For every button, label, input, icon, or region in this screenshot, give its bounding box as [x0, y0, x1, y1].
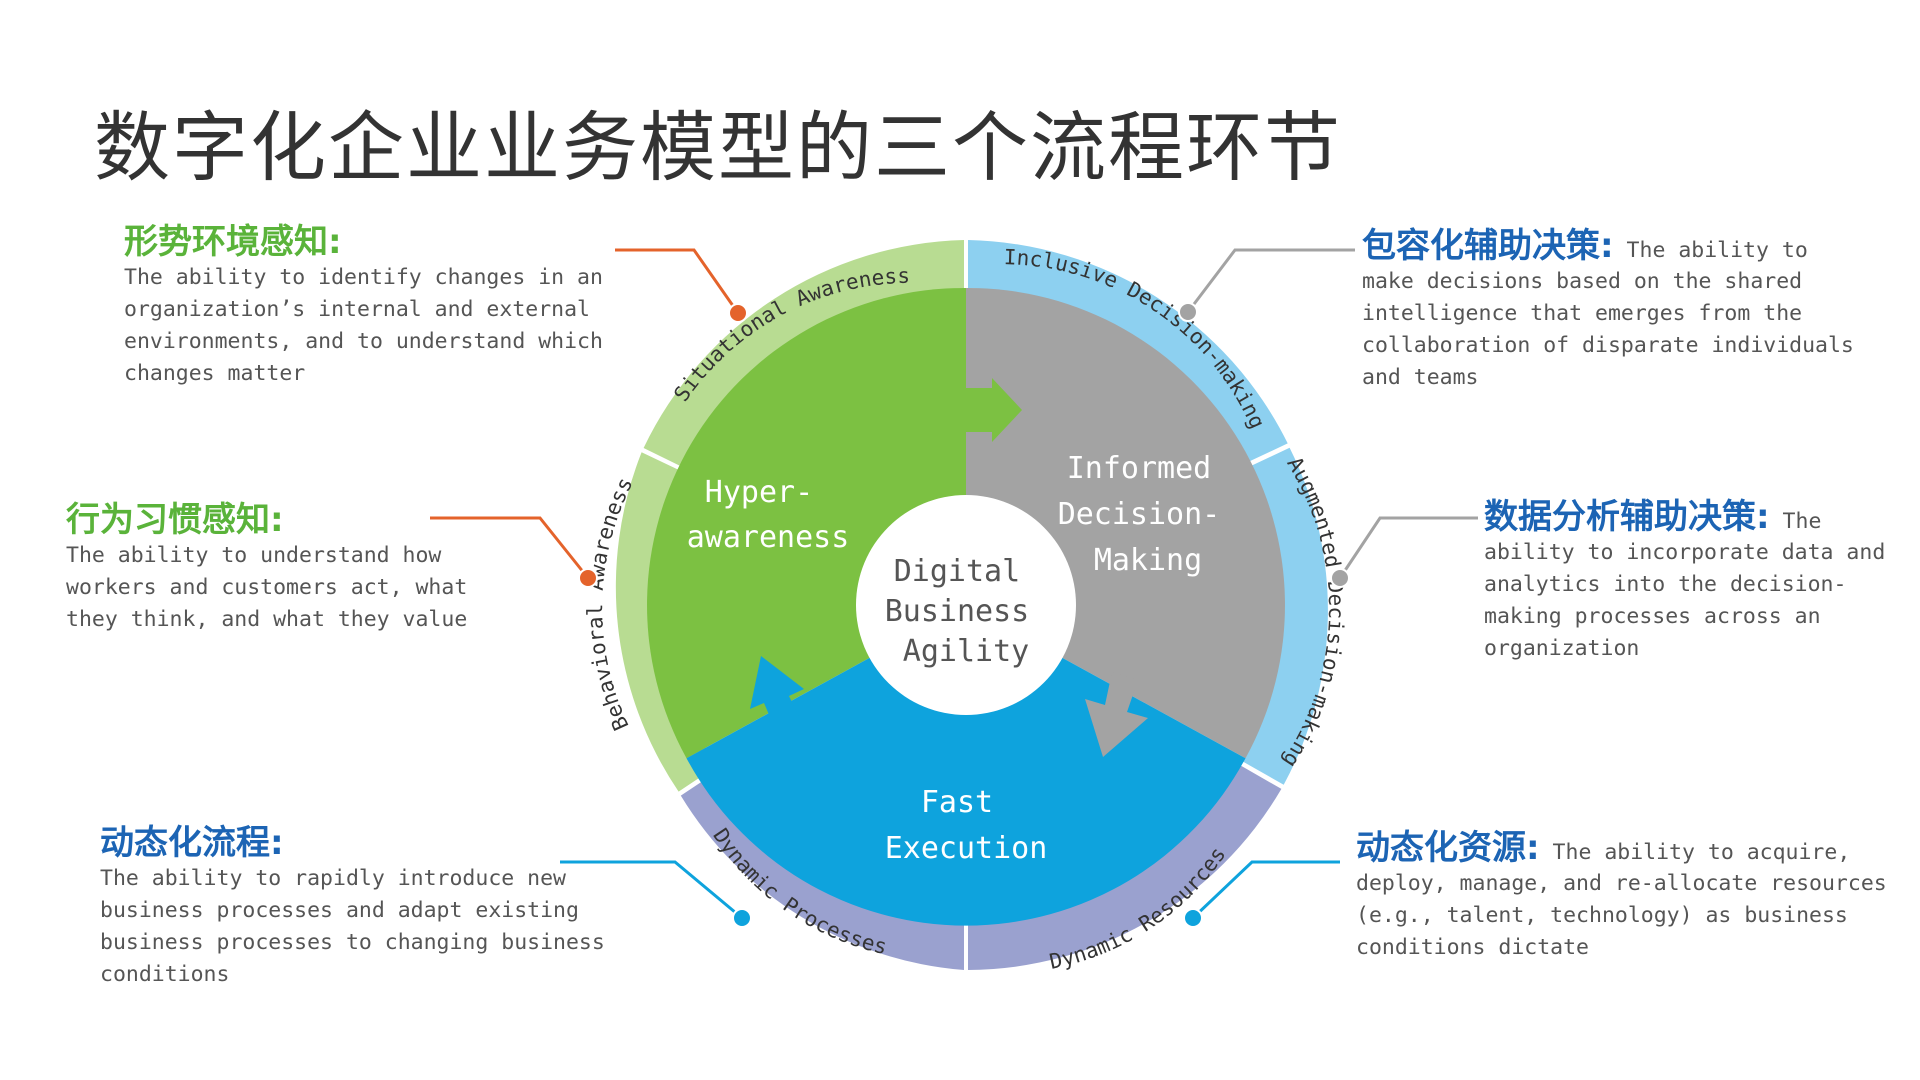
hyper-awareness-label: Hyper- awareness — [687, 475, 850, 555]
arrow-up-icon — [750, 656, 804, 731]
sector-line: Execution — [885, 831, 1048, 866]
callout-text: The ability to identify changes in an or… — [124, 265, 603, 386]
page-title: 数字化企业业务模型的三个流程环节 — [94, 103, 1342, 192]
sector-line: Hyper- — [705, 475, 813, 510]
connector-dynamic-processes — [560, 860, 752, 928]
callout-heading: 形势环境感知: — [124, 222, 342, 262]
sector-line: Fast — [921, 785, 993, 820]
ring-situational-awareness — [643, 240, 964, 469]
callout-text: deploy, manage, and re-allocate resource… — [1356, 871, 1887, 960]
center-label: Digital Business Agility — [885, 554, 1048, 669]
callout-text: ability to incorporate data and analytic… — [1484, 540, 1886, 661]
callout-inclusive-decision-making: 包容化辅助决策: The ability to make decisions b… — [1362, 226, 1854, 394]
callout-heading: 动态化资源: — [1356, 828, 1540, 868]
connector-situational — [615, 248, 748, 323]
callout-text: make decisions based on the shared intel… — [1362, 269, 1854, 390]
arrow-down-icon — [1085, 672, 1148, 757]
callout-text: The ability to understand how workers an… — [66, 543, 468, 632]
sector-line: awareness — [687, 520, 850, 555]
center-hub — [856, 495, 1076, 715]
connector-dynamic-resources — [1183, 860, 1340, 928]
callout-behavioral-awareness: 行为习惯感知: The ability to understand how wo… — [66, 500, 467, 636]
center-line: Agility — [903, 634, 1029, 669]
callout-heading: 数据分析辅助决策: — [1484, 497, 1770, 537]
callout-text-first-line: The ability to — [1613, 238, 1808, 263]
connector-behavioral — [430, 516, 598, 588]
center-line: Business — [885, 594, 1030, 629]
ring-inclusive-decision-making — [968, 240, 1288, 464]
sector-line: Informed — [1067, 451, 1212, 486]
callout-augmented-decision-making: 数据分析辅助决策: The ability to incorporate dat… — [1484, 497, 1885, 665]
ring-augmented-decision-making — [1242, 447, 1328, 785]
informed-decision-making-label: Informed Decision- Making — [1058, 451, 1239, 578]
callout-text-first-line: The — [1769, 509, 1822, 534]
callout-dynamic-processes: 动态化流程: The ability to rapidly introduce … — [100, 823, 605, 991]
callout-text-first-line: The ability to acquire, — [1539, 840, 1851, 865]
fast-execution-label: Fast Execution — [885, 785, 1048, 866]
center-line: Digital — [894, 554, 1020, 589]
callout-heading: 包容化辅助决策: — [1362, 226, 1614, 266]
callout-heading: 动态化流程: — [100, 823, 284, 863]
callout-text: The ability to rapidly introduce new bus… — [100, 866, 605, 987]
callout-heading: 行为习惯感知: — [66, 500, 284, 540]
arrow-right-icon — [966, 378, 1022, 442]
callout-situational-awareness: 形势环境感知: The ability to identify changes … — [124, 222, 603, 390]
connector-inclusive — [1178, 248, 1355, 322]
sector-line: Decision- — [1058, 497, 1221, 532]
ring-behavioral-awareness — [615, 452, 718, 792]
sector-fast-execution — [686, 605, 1246, 926]
connector-augmented — [1330, 516, 1478, 588]
ring-dynamic-resources — [968, 765, 1282, 970]
callout-dynamic-resources: 动态化资源: The ability to acquire, deploy, m… — [1356, 828, 1887, 964]
sector-line: Making — [1094, 543, 1202, 578]
